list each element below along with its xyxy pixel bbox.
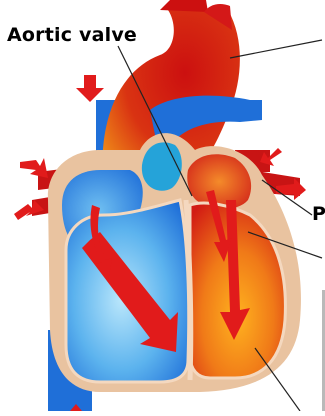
aortic-valve-label: Aortic valve bbox=[7, 24, 137, 46]
pulmonary-veins-label-partial: P bbox=[312, 203, 325, 225]
